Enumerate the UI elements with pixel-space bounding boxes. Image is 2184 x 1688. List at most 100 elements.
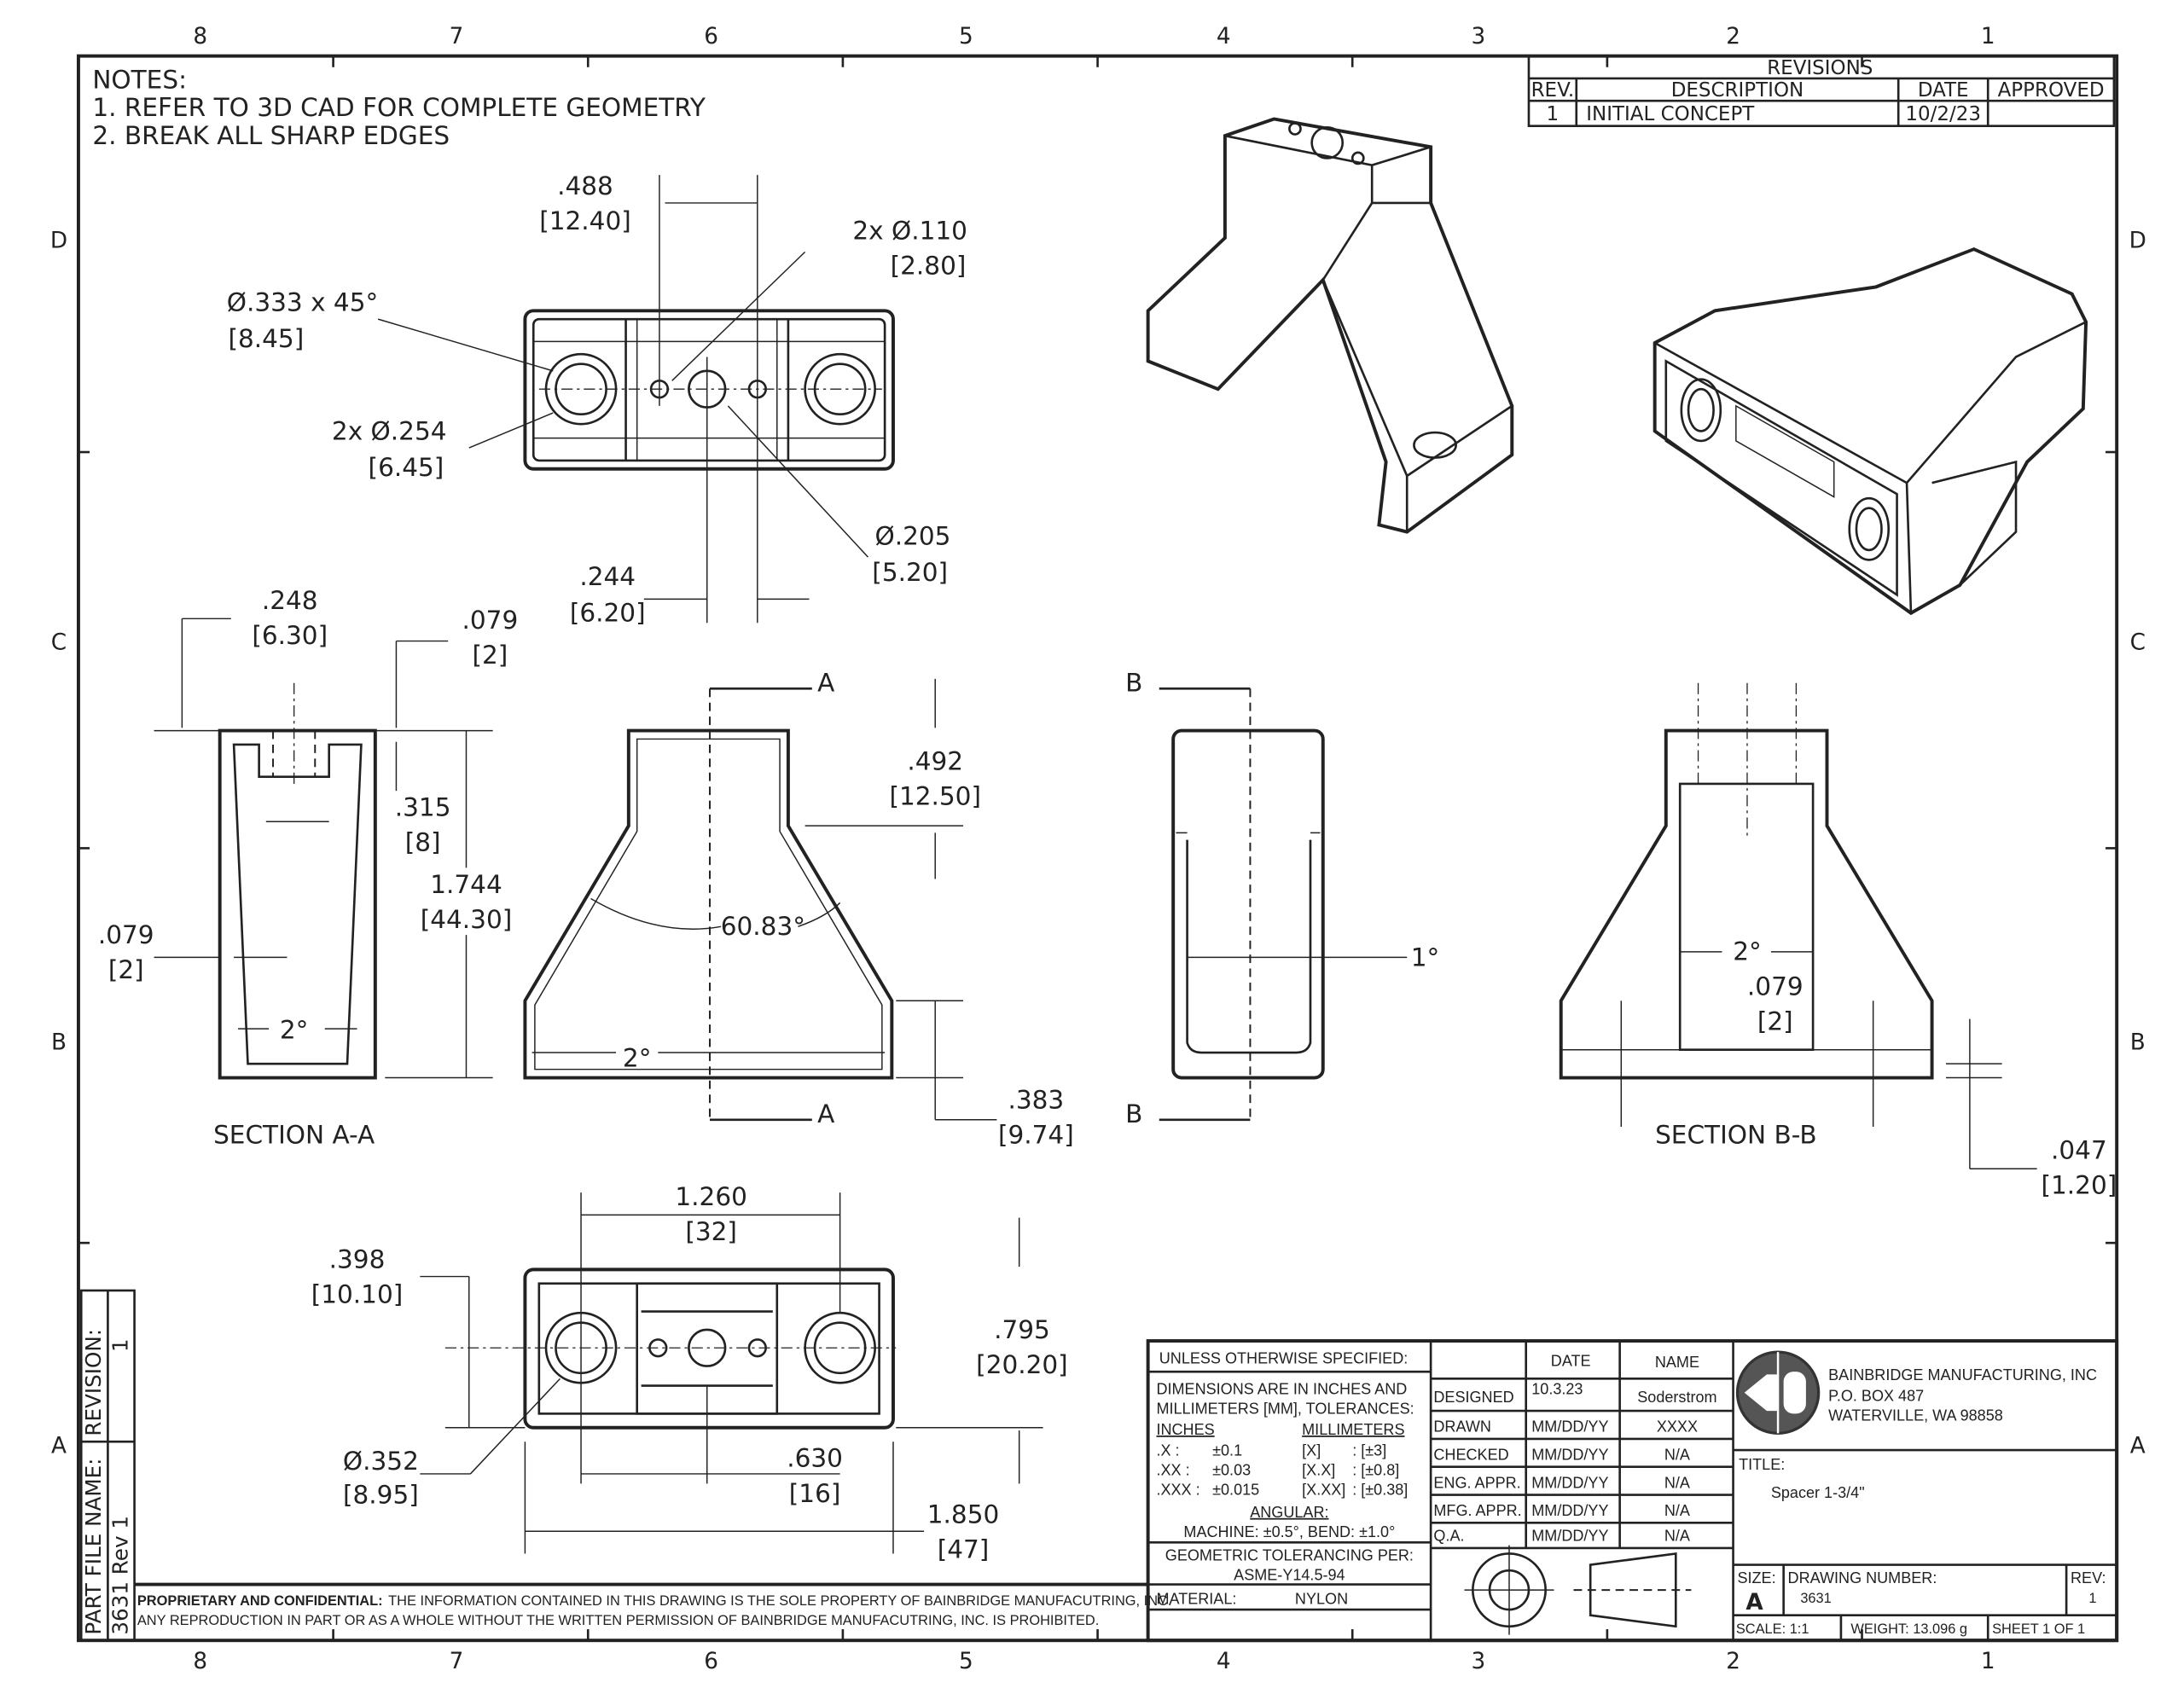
zone-column-label-top: 2 (1726, 24, 1740, 49)
notes: NOTES: 1. REFER TO 3D CAD FOR COMPLETE G… (92, 65, 706, 150)
dimension-label: .315 (395, 793, 451, 822)
dims-note-1: DIMENSIONS ARE IN INCHES AND (1156, 1380, 1407, 1397)
zone-column-label-top: 6 (704, 24, 718, 49)
approval-date: MM/DD/YY (1531, 1502, 1608, 1519)
zone-row-label-left: C (51, 629, 67, 655)
tolerance-mm-format: [X.XX] (1302, 1482, 1345, 1499)
weight: WEIGHT: 13.096 g (1850, 1621, 1967, 1637)
dimension-label: 1.850 (927, 1499, 1000, 1528)
confidential-line1: THE INFORMATION CONTAINED IN THIS DRAWIN… (388, 1593, 1171, 1609)
dimension-label: [12.40] (539, 206, 631, 235)
dimension-label: [10.10] (311, 1280, 404, 1309)
approval-date: MM/DD/YY (1531, 1418, 1608, 1436)
dimension-label: .079 (1747, 972, 1804, 1001)
approval-name: Soderstrom (1637, 1389, 1716, 1406)
rev-number: 1 (2088, 1591, 2096, 1606)
millimeters-label: MILLIMETERS (1302, 1421, 1404, 1438)
inches-label: INCHES (1156, 1421, 1214, 1438)
dimension-label: .398 (329, 1245, 386, 1274)
approval-role: DRAWN (1433, 1418, 1491, 1436)
dimension-label: [2] (1757, 1007, 1793, 1036)
zone-row-label-right: C (2130, 629, 2146, 655)
note-item: 2. BREAK ALL SHARP EDGES (92, 121, 450, 150)
zone-column-label-bottom: 1 (1981, 1649, 1995, 1674)
part-file-strip: PART FILE NAME: 3631 Rev 1 REVISION: 1 (79, 1289, 136, 1642)
dimension-label: 2x Ø.254 (332, 416, 447, 445)
name-column-header: NAME (1655, 1354, 1699, 1371)
angular-values: MACHINE: ±0.5°, BEND: ±1.0° (1183, 1523, 1395, 1540)
zone-column-label-bottom: 8 (193, 1649, 207, 1674)
tolerance-inch-format: .XXX : (1156, 1482, 1199, 1499)
notes-heading: NOTES: (92, 65, 187, 94)
dimension-label: [6.20] (570, 599, 646, 628)
dimension-label: 2° (623, 1043, 652, 1072)
note-item: 1. REFER TO 3D CAD FOR COMPLETE GEOMETRY (92, 93, 706, 122)
approval-date: MM/DD/YY (1531, 1447, 1608, 1464)
title-block: UNLESS OTHERWISE SPECIFIED: DIMENSIONS A… (1146, 1339, 2119, 1643)
dimension-label: B (1125, 669, 1142, 698)
dimension-label: [47] (938, 1534, 990, 1563)
dimension-label: B (1125, 1099, 1142, 1128)
dimension-label: A (817, 1099, 834, 1128)
scale: SCALE: 1:1 (1736, 1621, 1809, 1637)
dimension-label: [16] (789, 1479, 841, 1508)
approval-date: MM/DD/YY (1531, 1474, 1608, 1491)
zone-column-label-top: 8 (193, 24, 207, 49)
material-value: NYLON (1295, 1591, 1348, 1608)
dimension-label: [32] (685, 1217, 737, 1246)
revisions-title: REVISIONS (1767, 57, 1873, 79)
zone-column-label-bottom: 5 (959, 1649, 973, 1674)
sheet-number: SHEET 1 OF 1 (1992, 1621, 2085, 1637)
revision-label: REVISION: (81, 1329, 106, 1436)
isometric-view-1 (1146, 117, 1514, 534)
tolerance-mm-value: : [±0.8] (1352, 1462, 1399, 1479)
dimension-label: 1° (1411, 943, 1440, 972)
rev-header: REV. (1531, 79, 1575, 102)
drawing-number-label: DRAWING NUMBER: (1788, 1569, 1937, 1586)
approval-role: CHECKED (1433, 1447, 1508, 1464)
dimension-label: [2] (108, 955, 144, 984)
size-value: A (1745, 1590, 1763, 1615)
date-value: 10/2/23 (1905, 103, 1981, 125)
title-label: TITLE: (1739, 1456, 1785, 1473)
zone-column-label-bottom: 2 (1726, 1649, 1740, 1674)
isometric-view-2 (1653, 247, 2088, 616)
unless-specified: UNLESS OTHERWISE SPECIFIED: (1159, 1349, 1408, 1366)
company-address-2: WATERVILLE, WA 98858 (1828, 1407, 2003, 1424)
approved-header: APPROVED (1998, 79, 2105, 102)
dimension-label: SECTION B-B (1655, 1121, 1817, 1150)
date-header: DATE (1918, 79, 1969, 102)
dimension-label: .630 (787, 1444, 843, 1473)
zone-column-label-top: 5 (959, 24, 973, 49)
zone-column-label-bottom: 6 (704, 1649, 718, 1674)
zone-column-label-bottom: 3 (1472, 1649, 1486, 1674)
dimension-label: 2° (280, 1016, 309, 1045)
size-label: SIZE: (1737, 1569, 1775, 1586)
tolerance-mm-value: : [±0.38] (1352, 1482, 1408, 1499)
tolerance-mm-format: [X.X] (1302, 1462, 1335, 1479)
dimension-label: [6.45] (369, 453, 444, 482)
dimension-label: .079 (462, 606, 519, 635)
approval-name: XXXX (1657, 1418, 1698, 1436)
company-logo (1735, 1350, 1821, 1435)
dimension-label: .492 (907, 747, 963, 776)
zone-row-label-right: B (2130, 1030, 2146, 1056)
dimension-label: 1.744 (430, 870, 502, 899)
approval-role: ENG. APPR. (1433, 1474, 1520, 1491)
approval-name: N/A (1664, 1447, 1690, 1464)
description-value: INITIAL CONCEPT (1586, 103, 1755, 125)
zone-row-label-right: D (2129, 228, 2146, 253)
dimension-label: [2] (472, 641, 508, 670)
revisions-table: REVISIONS REV. DESCRIPTION DATE APPROVED… (1527, 55, 2116, 127)
dimension-labels: .488[12.40]2x Ø.110[2.80]Ø.333 x 45°[8.4… (98, 171, 2117, 1563)
dimension-label: 2° (1733, 937, 1762, 966)
dimension-label: Ø.333 x 45° (227, 287, 379, 316)
zone-column-label-bottom: 7 (450, 1649, 464, 1674)
dimension-label: [5.20] (872, 558, 948, 587)
dimension-label: [1.20] (2042, 1171, 2117, 1200)
approval-date: 10.3.23 (1531, 1380, 1583, 1397)
right-view (1159, 687, 1408, 1122)
drawing-title: Spacer 1-3/4" (1771, 1484, 1865, 1501)
dimension-label: .079 (98, 920, 154, 949)
dimension-label: .488 (557, 171, 613, 200)
